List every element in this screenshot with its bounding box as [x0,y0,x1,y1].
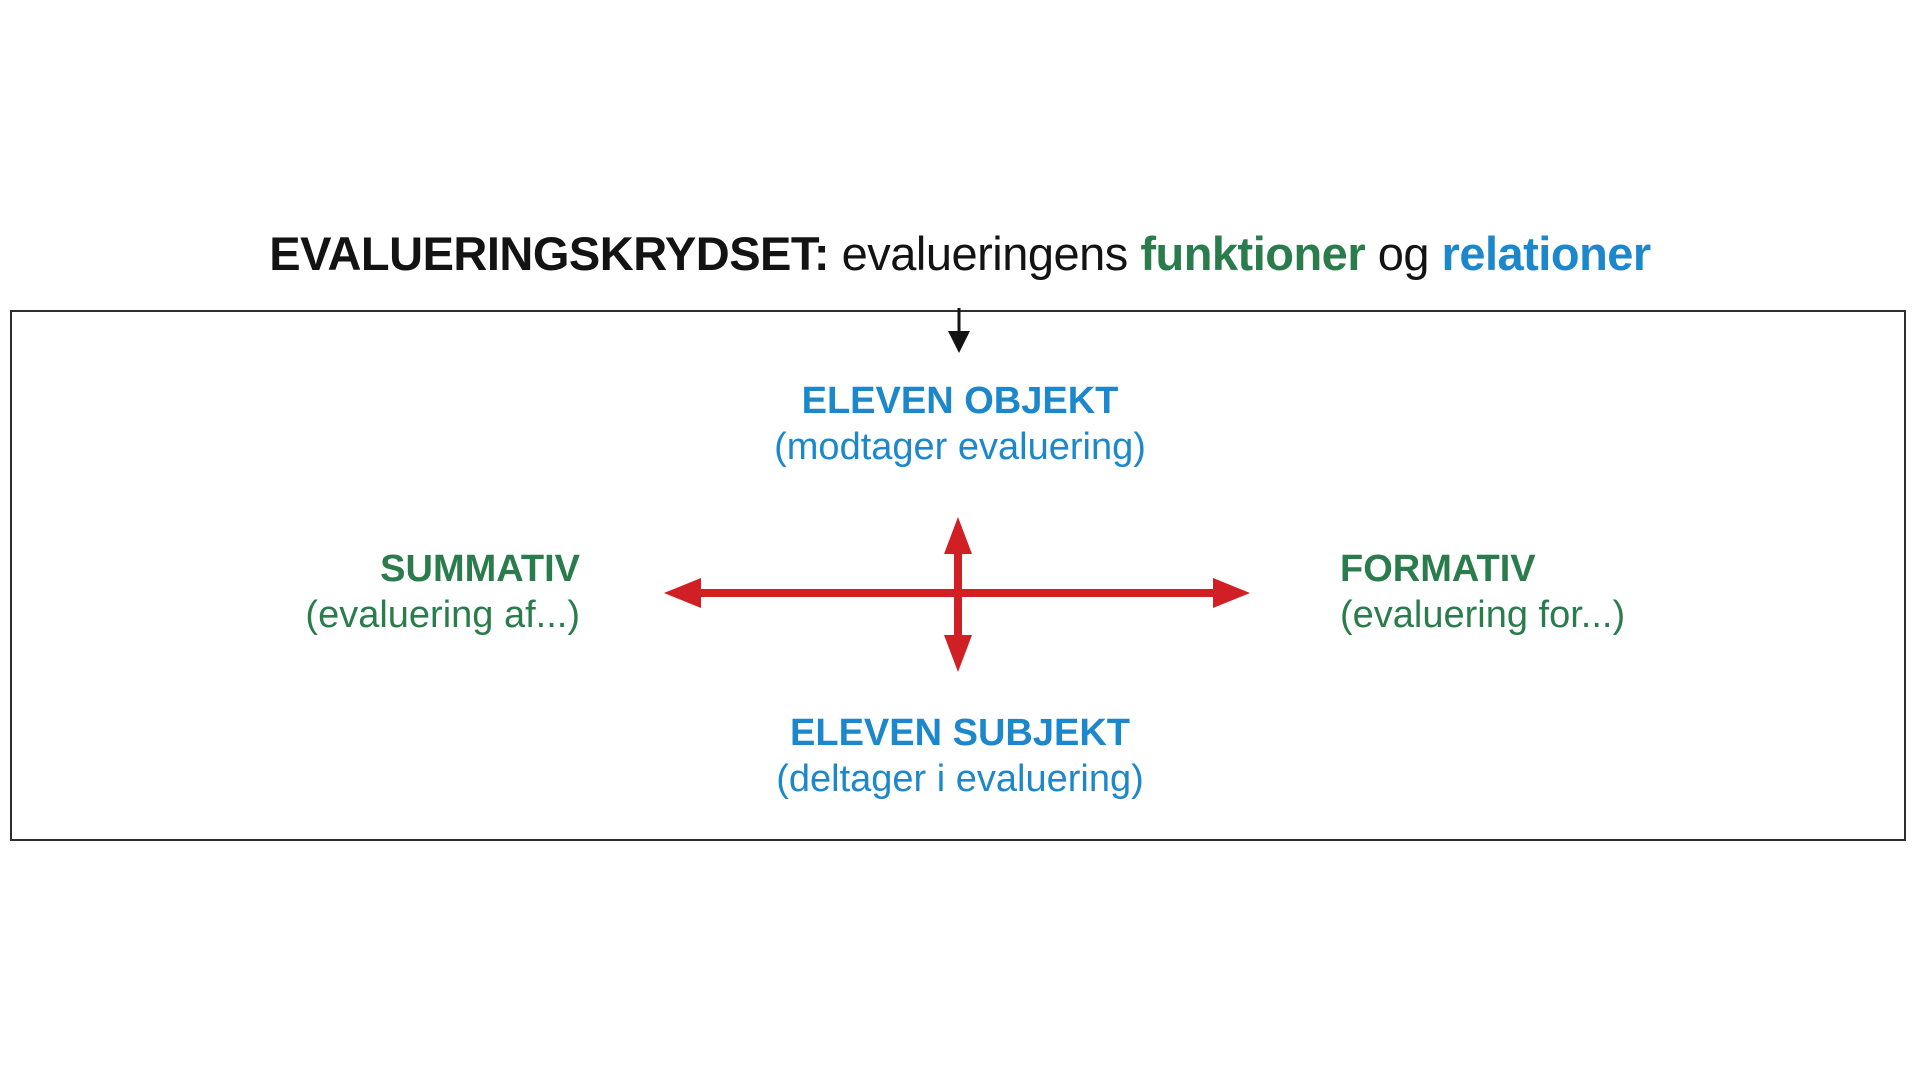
title-relationer-segment: relationer [1441,227,1652,280]
axis-right-desc: (evaluering for...) [1340,593,1626,636]
axis-left-name: SUMMATIV [380,548,580,590]
axis-top-name: ELEVEN OBJEKT [801,380,1119,422]
page-title: EVALUERINGSKRYDSET: evalueringens funkti… [0,228,1920,280]
axis-label-left: SUMMATIV (evaluering af...) [0,547,580,638]
title-mid-segment: evalueringens [841,227,1129,280]
axis-label-bottom: ELEVEN SUBJEKT (deltager i evaluering) [0,711,1920,802]
title-main-segment: EVALUERINGSKRYDSET: [269,227,830,280]
axis-bottom-desc: (deltager i evaluering) [776,757,1144,800]
title-funktioner-segment: funktioner [1140,227,1366,280]
axis-top-desc: (modtager evaluering) [774,425,1146,468]
axis-bottom-name: ELEVEN SUBJEKT [790,712,1130,754]
axis-right-name: FORMATIV [1340,548,1536,590]
axis-left-desc: (evaluering af...) [305,593,580,636]
axis-label-right: FORMATIV (evaluering for...) [1340,547,1625,638]
axis-label-top: ELEVEN OBJEKT (modtager evaluering) [0,379,1920,470]
title-og-segment: og [1377,227,1430,280]
